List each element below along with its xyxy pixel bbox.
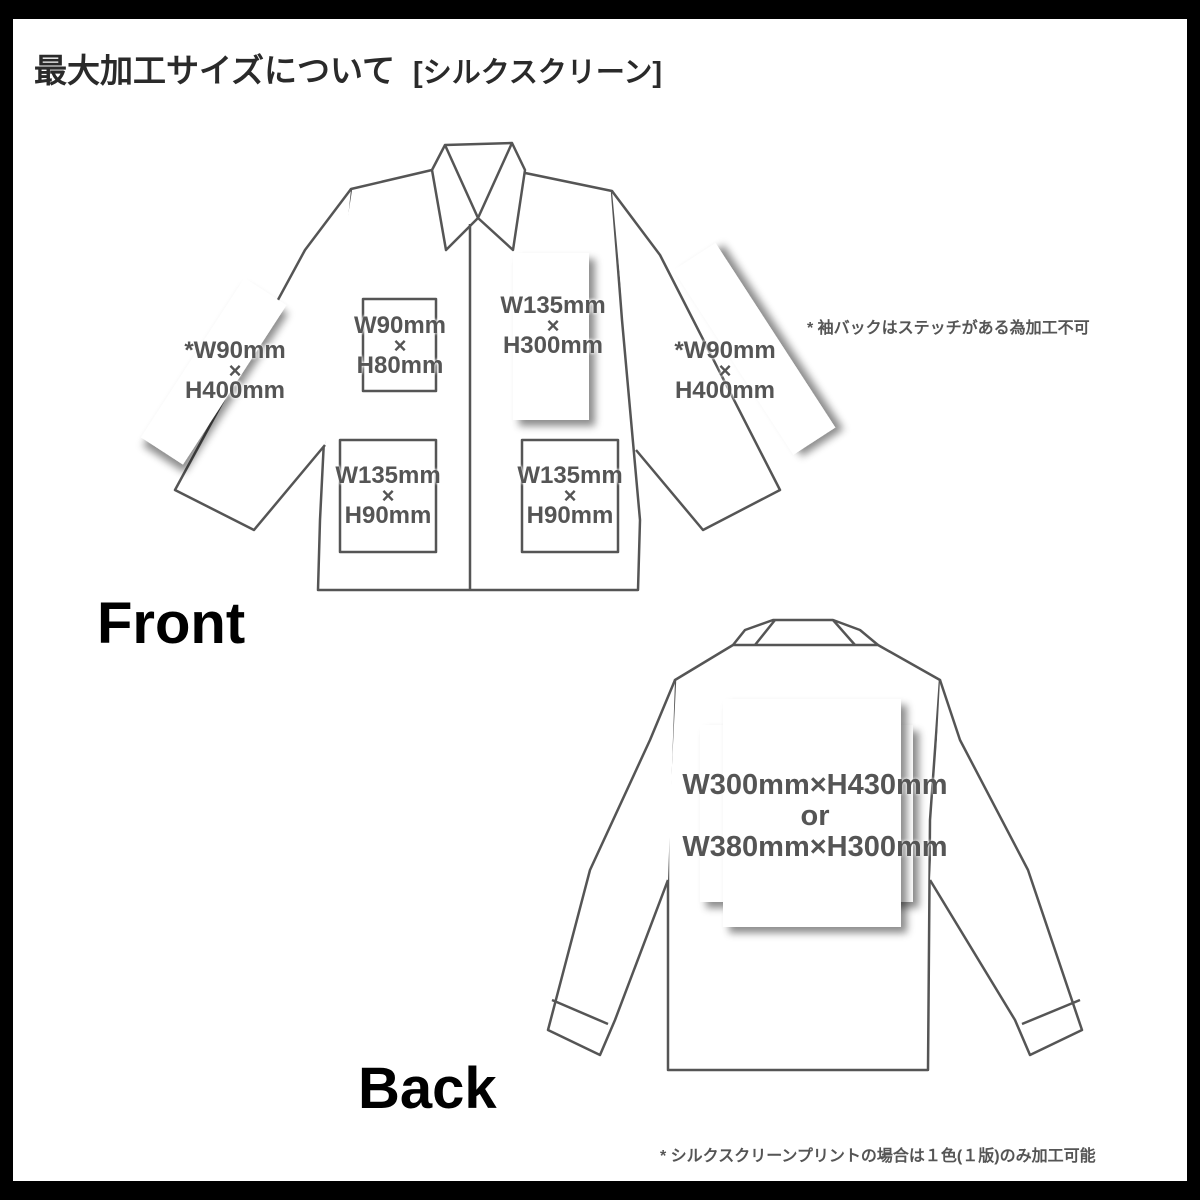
footer-note: * シルクスクリーンプリントの場合は１色(１版)のみ加工可能: [660, 1148, 1096, 1165]
print-area-label-lower-left-pocket: W135mm×H90mm: [335, 462, 441, 529]
front-view-label: Front: [97, 591, 246, 656]
print-area-label-lower-right-pocket: W135mm×H90mm: [517, 462, 623, 529]
page-title: 最大加工サイズについて [シルクスクリーン]: [34, 44, 662, 92]
print-area-label-right-sleeve: *W90mm×H400mm: [184, 337, 286, 404]
print-area-label-left-sleeve: *W90mm×H400mm: [674, 337, 776, 404]
front-print-areas: [140, 242, 836, 465]
sleeve-note: * 袖バックはステッチがある為加工不可: [807, 320, 1090, 337]
title-main: 最大加工サイズについて: [34, 52, 396, 89]
print-area-label-right-chest: W135mm×H300mm: [500, 292, 606, 359]
back-print-areas: [700, 699, 913, 927]
print-area-label-chest-pocket: W90mm×H80mm: [353, 312, 447, 379]
title-sub: [シルクスクリーン]: [413, 57, 663, 89]
back-view-label: Back: [358, 1056, 497, 1121]
